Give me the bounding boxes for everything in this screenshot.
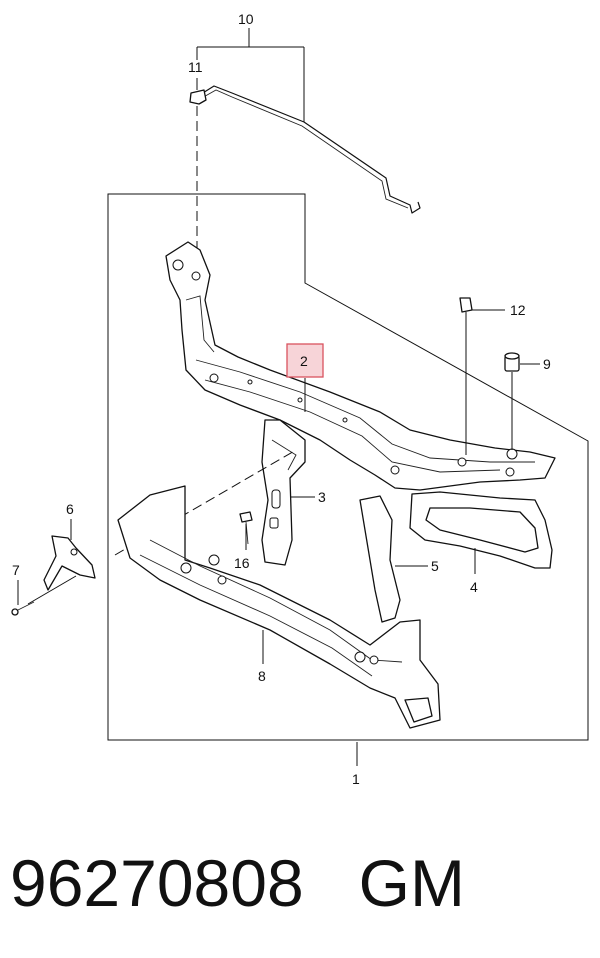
bumper-stop-9	[504, 352, 520, 372]
callout-2: 2	[300, 353, 308, 369]
callout-7: 7	[12, 562, 20, 578]
part-number-caption: 96270808 GM	[10, 838, 465, 928]
part-number: 96270808	[10, 846, 304, 920]
center-bracket-3	[261, 419, 306, 566]
clip-12	[459, 297, 473, 313]
callout-2-highlight	[286, 343, 324, 378]
callout-3: 3	[318, 489, 326, 505]
callout-5: 5	[431, 558, 439, 574]
upper-support-panel	[165, 241, 556, 491]
callout-8: 8	[258, 668, 266, 684]
callout-6: 6	[66, 501, 74, 517]
latch-bracket-6	[27, 535, 96, 605]
brand-name: GM	[358, 846, 465, 920]
hood-prop-rod	[197, 85, 421, 214]
side-bracket-5	[359, 495, 401, 623]
callout-4: 4	[470, 579, 478, 595]
leader-10	[196, 28, 305, 122]
caption-gap	[304, 846, 359, 920]
screw-7	[11, 601, 35, 616]
callout-10: 10	[238, 11, 254, 27]
callout-11: 11	[188, 59, 203, 75]
parts-diagram: 10 11 12 9 2 3 16 5 4 6 7 8 1	[11, 11, 589, 787]
lower-cross-member-8	[117, 485, 441, 729]
callout-1: 1	[352, 771, 360, 787]
callout-12: 12	[510, 302, 526, 318]
assembly-frame	[107, 193, 589, 741]
callout-16: 16	[234, 555, 250, 571]
hood-prop-rod-inner	[199, 89, 409, 209]
callout-9: 9	[543, 356, 551, 372]
rod-holder-clip	[189, 89, 207, 105]
headlamp-bracket-4	[409, 491, 553, 569]
